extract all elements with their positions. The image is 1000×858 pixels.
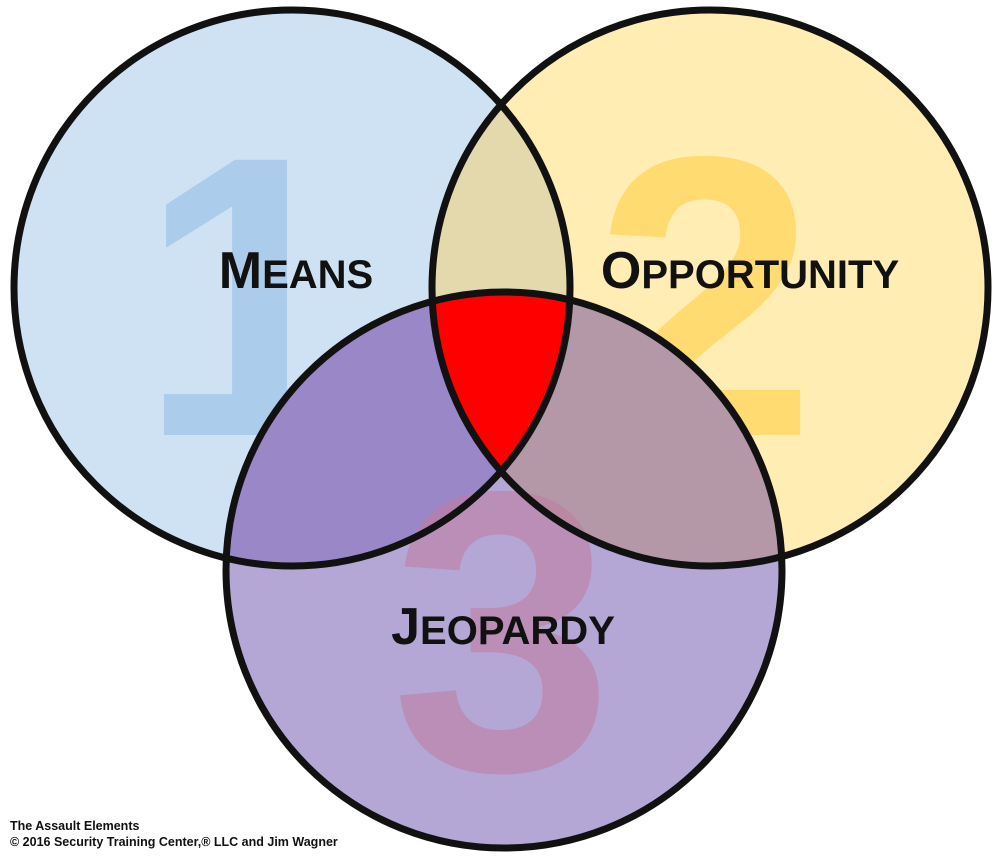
- number-3: 3: [391, 408, 613, 855]
- means-label-initial: M: [219, 242, 262, 300]
- caption-copyright: © 2016 Security Training Center,® LLC an…: [10, 835, 338, 849]
- opportunity-label-rest: PPORTUNITY: [641, 253, 899, 297]
- opportunity-jeopardy-overlap: [432, 292, 782, 566]
- means-label-rest: EANS: [262, 253, 373, 297]
- jeopardy-label-initial: J: [391, 598, 420, 656]
- jeopardy-outline: [222, 288, 786, 852]
- means-label: MEANS: [219, 242, 373, 300]
- caption-title: The Assault Elements: [10, 819, 140, 833]
- jeopardy-label: JEOPARDY: [391, 598, 615, 656]
- opportunity-outline: [428, 6, 992, 570]
- caption: The Assault Elements © 2016 Security Tra…: [10, 818, 338, 850]
- jeopardy-label-rest: EOPARDY: [420, 609, 615, 653]
- opportunity-label: OPPORTUNITY: [601, 242, 900, 300]
- opportunity-label-initial: O: [601, 242, 641, 300]
- means-outline: [10, 6, 574, 570]
- means-jeopardy-overlap: [226, 292, 570, 566]
